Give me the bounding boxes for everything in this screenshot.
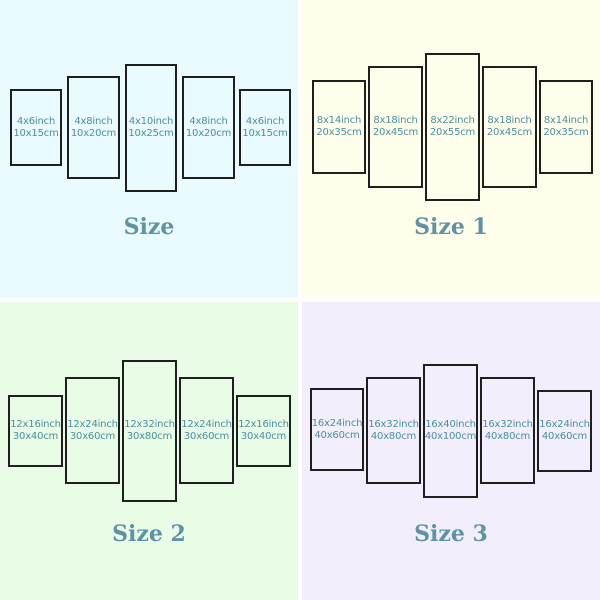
panel-inch-label: 12x16inch xyxy=(10,419,61,430)
size-title: Size 2 xyxy=(112,521,186,547)
panel-cm-label: 20x45cm xyxy=(372,127,419,138)
canvas-panel: 8x14inch 20x35cm xyxy=(312,80,366,174)
panel-inch-label: 8x18inch xyxy=(487,115,532,126)
panel-inch-label: 4x8inch xyxy=(74,115,113,127)
canvas-panel: 4x8inch 10x20cm xyxy=(67,76,120,179)
panel-inch-label: 8x18inch xyxy=(373,115,418,126)
canvas-panel: 4x6inch 10x15cm xyxy=(10,89,62,166)
panel-cm-label: 30x40cm xyxy=(12,431,59,442)
canvas-panel: 4x6inch 10x15cm xyxy=(239,89,291,166)
canvas-panel: 12x16inch 30x40cm xyxy=(236,395,291,467)
canvas-panel: 12x24inch 30x60cm xyxy=(179,377,234,484)
panel-cm-label: 30x40cm xyxy=(240,431,287,442)
panel-cm-label: 10x25cm xyxy=(128,128,174,139)
panel-cm-label: 20x45cm xyxy=(486,127,533,138)
panel-inch-label: 16x32inch xyxy=(482,418,533,430)
canvas-panel: 8x22inch 20x55cm xyxy=(425,53,480,201)
canvas-panel: 12x32inch 30x80cm xyxy=(122,360,177,502)
canvas-panel: 16x40inch 40x100cm xyxy=(423,364,478,498)
canvas-panel: 16x24inch 40x60cm xyxy=(537,390,592,472)
panel-inch-label: 16x32inch xyxy=(368,418,419,430)
canvas-panel: 16x24inch 40x60cm xyxy=(310,388,364,471)
canvas-panel: 16x32inch 40x80cm xyxy=(366,377,421,484)
panel-inch-label: 8x14inch xyxy=(543,115,589,126)
canvas-panel: 8x18inch 20x45cm xyxy=(368,66,423,188)
panel-cm-label: 40x60cm xyxy=(541,431,588,442)
canvas-panel: 8x18inch 20x45cm xyxy=(482,66,537,188)
canvas-panel: 12x16inch 30x40cm xyxy=(8,395,63,467)
panel-cm-label: 30x80cm xyxy=(126,431,173,442)
panel-inch-label: 12x16inch xyxy=(238,419,289,430)
panel-cm-label: 40x60cm xyxy=(314,429,360,441)
panel-inch-label: 8x14inch xyxy=(316,115,362,126)
canvas-panel: 12x24inch 30x60cm xyxy=(65,377,120,484)
panel-inch-label: 4x6inch xyxy=(245,115,285,127)
panel-cm-label: 20x35cm xyxy=(316,127,362,138)
panel-cm-label: 10x20cm xyxy=(70,127,117,139)
panel-cm-label: 10x15cm xyxy=(242,127,288,139)
panel-inch-label: 16x24inch xyxy=(311,417,363,429)
size-title: Size xyxy=(123,214,175,240)
panel-inch-label: 4x8inch xyxy=(189,115,228,127)
panel-cm-label: 40x80cm xyxy=(484,430,531,442)
quadrant-size-2: 12x16inch 30x40cm 12x24inch 30x60cm 12x3… xyxy=(0,302,298,600)
panel-inch-label: 16x40inch xyxy=(425,419,476,430)
canvas-panel: 8x14inch 20x35cm xyxy=(539,80,593,174)
quadrant-size-3: 16x24inch 40x60cm 16x32inch 40x80cm 16x4… xyxy=(302,302,600,600)
panel-inch-label: 8x22inch xyxy=(430,115,475,126)
panel-cm-label: 10x20cm xyxy=(185,127,232,139)
panel-cm-label: 20x55cm xyxy=(429,127,476,138)
canvas-panel: 4x10inch 10x25cm xyxy=(125,64,177,192)
quadrant-size: 4x6inch 10x15cm 4x8inch 10x20cm 4x10inch… xyxy=(0,0,298,298)
panel-inch-label: 12x32inch xyxy=(124,419,175,430)
panel-cm-label: 30x60cm xyxy=(183,430,230,442)
size-title: Size 3 xyxy=(414,521,488,547)
size-title: Size 1 xyxy=(414,214,488,240)
panel-cm-label: 20x35cm xyxy=(543,127,589,138)
panel-cm-label: 40x100cm xyxy=(424,431,477,442)
panel-inch-label: 12x24inch xyxy=(181,418,232,430)
panel-cm-label: 40x80cm xyxy=(370,430,417,442)
panel-cm-label: 30x60cm xyxy=(69,430,116,442)
panel-inch-label: 12x24inch xyxy=(67,418,118,430)
panel-inch-label: 16x24inch xyxy=(539,419,590,430)
quadrant-size-1: 8x14inch 20x35cm 8x18inch 20x45cm 8x22in… xyxy=(302,0,600,298)
panel-inch-label: 4x10inch xyxy=(128,116,174,127)
panel-cm-label: 10x15cm xyxy=(13,127,59,139)
canvas-panel: 16x32inch 40x80cm xyxy=(480,377,535,484)
panel-inch-label: 4x6inch xyxy=(16,115,56,127)
canvas-panel: 4x8inch 10x20cm xyxy=(182,76,235,179)
